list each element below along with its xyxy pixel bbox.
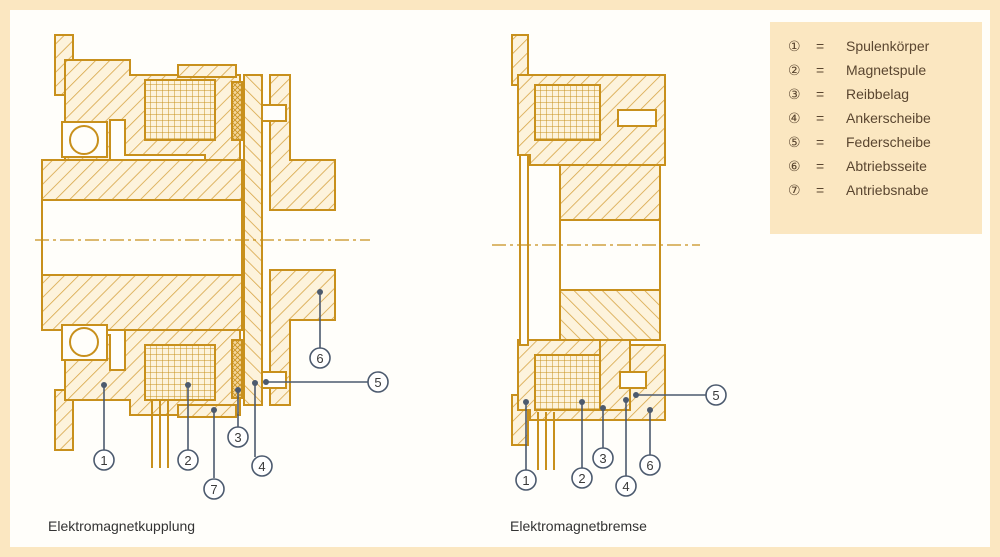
- clutch-coil-upper: [144, 79, 216, 141]
- brake-callout-1-label: 1: [522, 473, 529, 488]
- spring-upper: [261, 104, 287, 122]
- legend-row: ④ = Ankerscheibe: [770, 110, 982, 132]
- legend-equals: =: [816, 62, 825, 78]
- legend-box: ① = Spulenkörper ② = Magnetspule ③ = Rei…: [770, 22, 982, 234]
- legend-equals: =: [816, 38, 825, 54]
- brake-callout-dots: [523, 392, 653, 413]
- legend-text: Magnetspule: [846, 62, 927, 78]
- legend-text: Antriebsnabe: [846, 182, 929, 198]
- legend-symbol: ③: [788, 86, 801, 102]
- brake-hub-upper: [559, 164, 661, 221]
- legend-equals: =: [816, 86, 825, 102]
- clutch-ring-lower: [177, 404, 237, 418]
- legend-row: ⑦ = Antriebsnabe: [770, 182, 982, 204]
- legend-symbol: ⑤: [788, 134, 801, 150]
- legend-equals: =: [816, 134, 825, 150]
- brake-coil-upper: [534, 84, 601, 141]
- friction-lining-lower: [231, 339, 243, 399]
- legend-symbol: ⑥: [788, 158, 801, 174]
- callout-3-label: 3: [234, 430, 241, 445]
- clutch-coil-lower: [144, 344, 216, 401]
- clutch-drawing: [41, 34, 336, 451]
- brake-callout-6-label: 6: [646, 458, 653, 473]
- clutch-cable: [151, 400, 169, 468]
- legend-symbol: ⑦: [788, 182, 801, 198]
- clutch-caption: Elektromagnetkupplung: [48, 518, 196, 534]
- legend-row: ⑥ = Abtriebsseite: [770, 158, 982, 180]
- legend-equals: =: [816, 110, 825, 126]
- brake-spring-upper: [617, 109, 657, 127]
- brake-callout-4-label: 4: [622, 479, 629, 494]
- brake-plate: [519, 154, 529, 346]
- legend-text: Spulenkörper: [846, 38, 930, 54]
- clutch-callout-bubbles: [93, 347, 389, 500]
- clutch-hub: [41, 159, 243, 201]
- legend-text: Reibbelag: [846, 86, 910, 102]
- legend-equals: =: [816, 158, 825, 174]
- legend-row: ② = Magnetspule: [770, 62, 982, 84]
- brake-spring-lower: [619, 371, 647, 389]
- callout-1-label: 1: [100, 453, 107, 468]
- clutch-callouts: [103, 292, 368, 478]
- legend-symbol: ①: [788, 38, 801, 54]
- brake-callout-2-label: 2: [578, 471, 585, 486]
- brake-callout-5-label: 5: [712, 388, 719, 403]
- legend-symbol: ④: [788, 110, 801, 126]
- brake-callout-3-label: 3: [599, 451, 606, 466]
- output-flange: [269, 74, 336, 211]
- callout-2-label: 2: [184, 453, 191, 468]
- legend-symbol: ②: [788, 62, 801, 78]
- brake-caption: Elektromagnetbremse: [510, 518, 647, 534]
- legend-text: Ankerscheibe: [846, 110, 931, 126]
- clutch-callout-dots: [101, 289, 323, 413]
- brake-bore: [559, 219, 661, 291]
- brake-callout-bubbles: [515, 384, 727, 497]
- legend-text: Federscheibe: [846, 134, 931, 150]
- brake-callouts: [525, 394, 708, 476]
- brake-hub-lower: [559, 289, 661, 341]
- callout-7-label: 7: [210, 482, 217, 497]
- legend-text: Abtriebsseite: [846, 158, 927, 174]
- callout-6-label: 6: [316, 351, 323, 366]
- friction-lining-upper: [231, 81, 243, 141]
- brake-drawing: [511, 34, 666, 446]
- legend-equals: =: [816, 182, 825, 198]
- clutch-ring: [177, 64, 237, 78]
- legend-row: ① = Spulenkörper: [770, 38, 982, 60]
- clutch-hub-lower: [41, 274, 243, 331]
- legend-row: ⑤ = Federscheibe: [770, 134, 982, 156]
- clutch-bore: [41, 199, 243, 276]
- callout-5-label: 5: [374, 375, 381, 390]
- brake-coil-lower: [534, 354, 601, 411]
- callout-4-label: 4: [258, 459, 265, 474]
- brake-cable: [537, 412, 555, 470]
- legend-row: ③ = Reibbelag: [770, 86, 982, 108]
